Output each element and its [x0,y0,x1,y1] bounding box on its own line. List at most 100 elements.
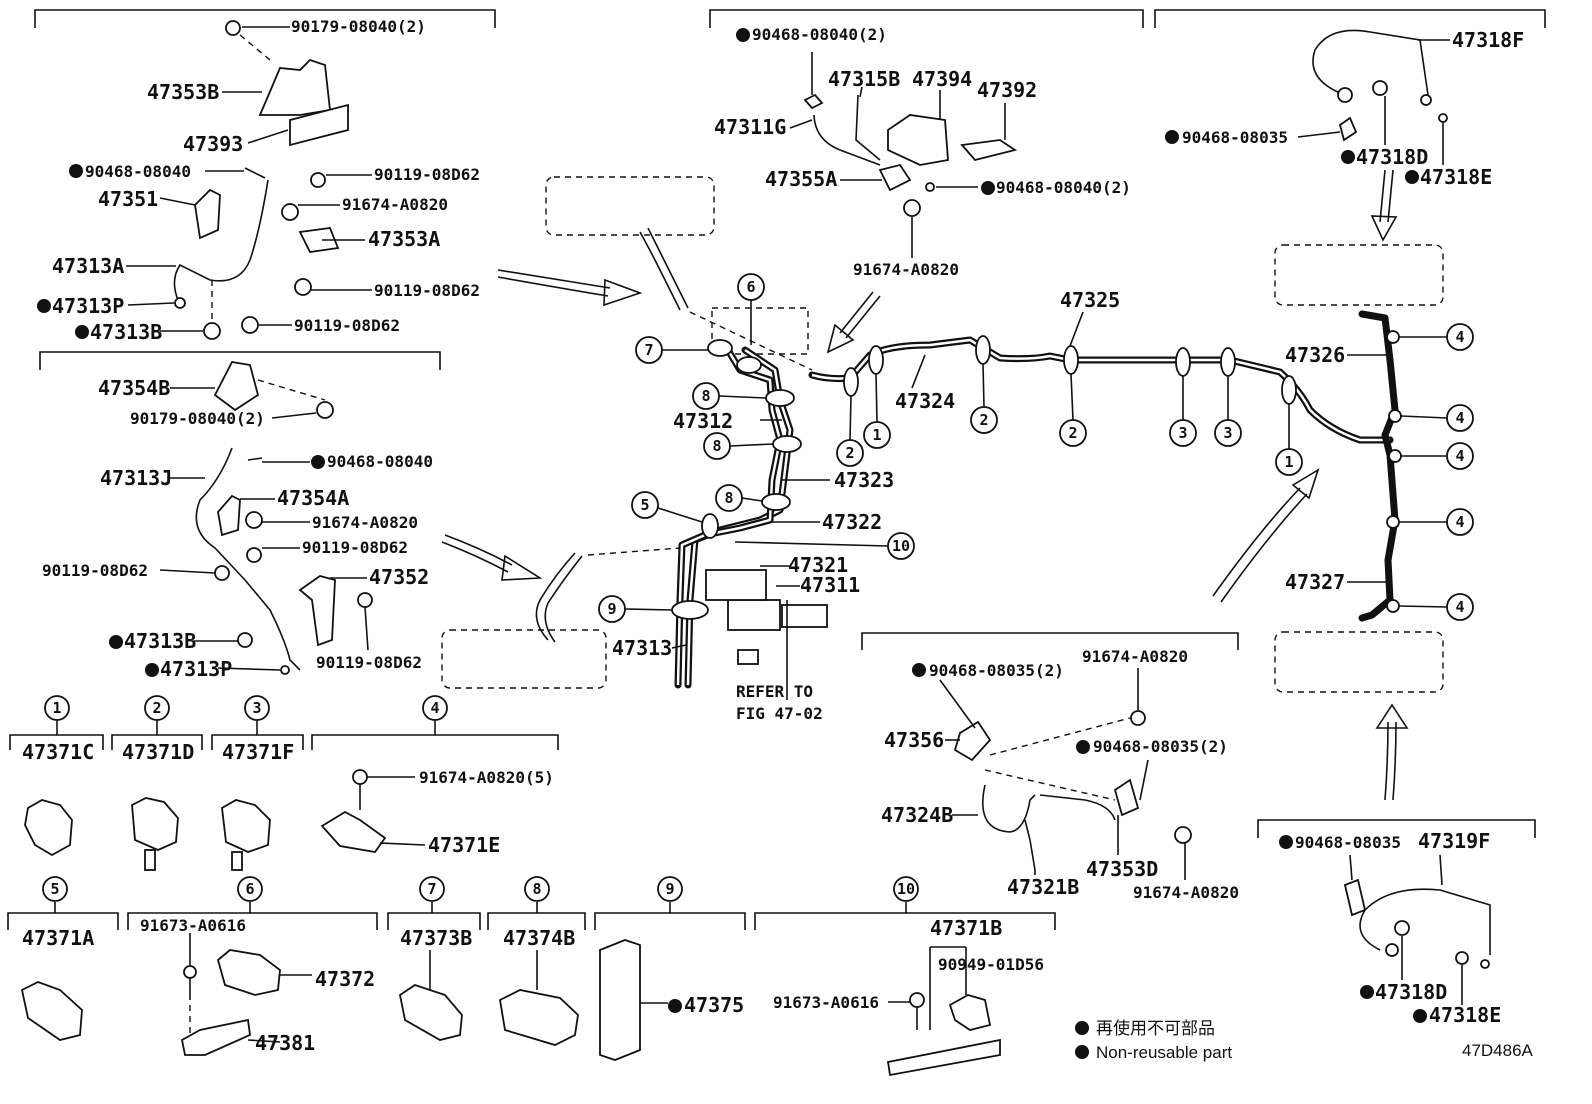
svg-text:8: 8 [724,489,733,507]
brake-lines [535,227,1399,689]
label-47371F: 47371F [222,740,294,764]
callout-6: 6 [737,273,765,345]
legend-en: Non-reusable part [1096,1043,1232,1062]
label-47313P-a: 47313P [52,294,124,318]
label-90119-08D62-f: 90119-08D62 [316,653,422,672]
label-47356: 47356 [884,728,944,752]
group-8: 8 [524,876,550,902]
label-47393: 47393 [183,132,243,156]
label-47311: 47311 [800,573,860,597]
group-9: 9 [657,876,683,902]
label-90468-08035-h: 90468-08035 [1295,833,1401,852]
svg-text:5: 5 [50,880,59,898]
svg-text:1: 1 [52,699,61,717]
label-47313B-a: 47313B [90,320,162,344]
label-47324: 47324 [895,389,955,413]
svg-text:2: 2 [152,699,161,717]
label-47353A: 47353A [368,227,440,251]
group-10: 10 [893,876,919,902]
section-brackets [7,9,1546,930]
svg-text:8: 8 [701,387,710,405]
label-47323: 47323 [834,468,894,492]
callout-1b: 1 [1275,404,1303,476]
label-90119-08D62-d: 90119-08D62 [302,538,408,557]
label-47371A: 47371A [22,926,94,950]
svg-text:7: 7 [644,341,653,359]
label-47375: 47375 [684,993,744,1017]
label-47318D-b: 47318D [1375,980,1447,1004]
label-47371D: 47371D [122,740,194,764]
label-47318D-a: 47318D [1356,145,1428,169]
label-47374B: 47374B [503,926,575,950]
label-47326: 47326 [1285,343,1345,367]
label-90468-08040-c: 90468-08040(2) [752,25,887,44]
label-91673-A0616-a: 91673-A0616 [140,916,246,935]
non-reusable-dots [37,28,1427,1059]
label-90468-08035-g: 90468-08035(2) [1093,737,1228,756]
svg-text:7: 7 [427,880,436,898]
svg-text:3: 3 [252,699,261,717]
svg-text:4: 4 [430,699,439,717]
label-90119-08D62-b: 90119-08D62 [374,281,480,300]
callout-4b: 4 [1400,404,1474,432]
svg-text:8: 8 [712,437,721,455]
legend: 再使用不可部品 Non-reusable part 47D486A [1096,1018,1534,1062]
label-47392: 47392 [977,78,1037,102]
callout-4d: 4 [1399,508,1474,536]
label-90119-08D62-c: 90119-08D62 [294,316,400,335]
label-47318E-a: 47318E [1420,165,1492,189]
svg-text:9: 9 [607,600,616,618]
callout-2b: 2 [970,363,998,434]
callout-7: 7 [635,336,708,364]
label-47319F: 47319F [1418,829,1490,853]
label-47313P-b: 47313P [160,657,232,681]
label-47322: 47322 [822,510,882,534]
label-91674-A0820-a: 91674-A0820 [342,195,448,214]
label-47354A: 47354A [277,486,349,510]
label-fig-47-02: FIG 47-02 [736,704,823,723]
group-1: 1 [44,695,70,721]
svg-text:1: 1 [1284,453,1293,471]
label-90468-08035-f: 90468-08035(2) [929,661,1064,680]
svg-text:2: 2 [979,411,988,429]
label-91674-A0820-5: 91674-A0820(5) [419,768,554,787]
svg-text:4: 4 [1455,513,1464,531]
svg-text:2: 2 [1068,424,1077,442]
svg-text:1: 1 [872,426,881,444]
svg-text:9: 9 [665,880,674,898]
leader-lines [126,26,1463,1043]
callout-3a: 3 [1169,376,1197,447]
svg-text:4: 4 [1455,328,1464,346]
svg-text:4: 4 [1455,598,1464,616]
label-91674-A0820-c: 91674-A0820 [853,260,959,279]
label-47321B: 47321B [1007,875,1079,899]
label-90179-08040-b: 90179-08040(2) [130,409,265,428]
group-3: 3 [244,695,270,721]
svg-text:4: 4 [1455,409,1464,427]
label-47371C: 47371C [22,740,94,764]
label-91674-A0820-b: 91674-A0820 [312,513,418,532]
group-4: 4 [422,695,448,721]
label-47353B: 47353B [147,80,219,104]
circle-callouts: 6 7 8 8 8 5 10 9 2 1 2 2 3 3 1 4 4 4 4 4… [42,273,1474,902]
callout-9: 9 [598,595,673,623]
callout-10: 10 [734,532,915,560]
svg-text:10: 10 [897,880,915,898]
group-5: 5 [42,876,68,902]
label-47372: 47372 [315,967,375,991]
label-90468-08040-a: 90468-08040 [85,162,191,181]
callout-2c: 2 [1059,373,1087,447]
svg-text:4: 4 [1455,447,1464,465]
label-47311G: 47311G [714,115,786,139]
label-47318F: 47318F [1452,28,1524,52]
label-47312: 47312 [673,409,733,433]
dashed-boxes [441,176,1444,693]
label-91674-A0820-e: 91674-A0820 [1133,883,1239,902]
label-47325: 47325 [1060,288,1120,312]
part-sketches [20,20,1491,1077]
label-90468-08040-b: 90468-08040 [327,452,433,471]
label-47381: 47381 [255,1031,315,1055]
callout-8c: 8 [715,484,763,512]
label-47352: 47352 [369,565,429,589]
label-90949-01D56: 90949-01D56 [938,955,1044,974]
